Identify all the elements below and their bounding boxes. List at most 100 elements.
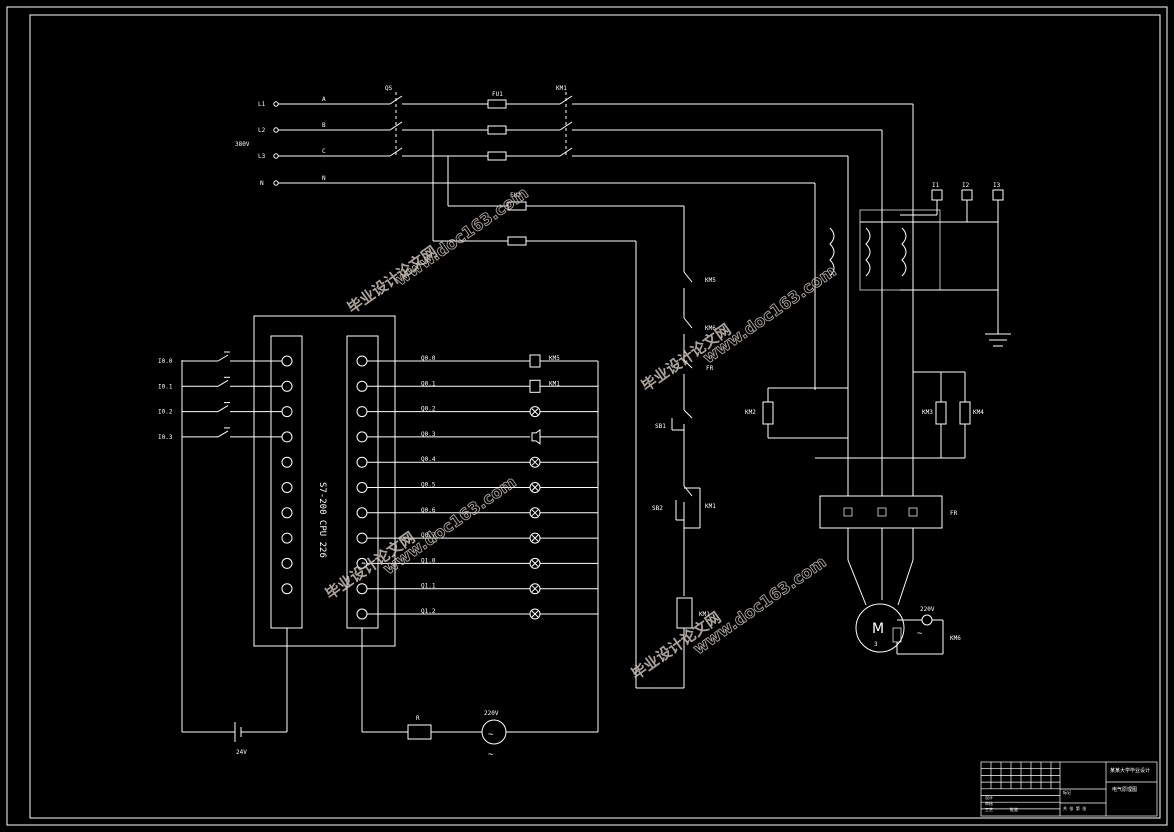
output-coil-label: KM1: [549, 380, 560, 387]
title-block-review: 审核: [985, 800, 993, 806]
outer-border: [6, 6, 1168, 826]
plc-input-terminal: [281, 482, 293, 493]
source-tilde-inner: ~: [488, 730, 494, 740]
title-block-mark: 标记: [1063, 789, 1071, 795]
label-fr-block: FR: [950, 510, 958, 517]
label-c: C: [322, 148, 326, 155]
plc-input-label: I0.0: [158, 358, 173, 365]
plc-input-terminal: [281, 532, 293, 544]
plc-model-label: S7-200 CPU 226: [317, 482, 327, 558]
title-block-design: 设计: [985, 794, 993, 800]
motor-phase: 3: [874, 641, 878, 648]
motor-section: [762, 189, 1011, 655]
label-i2: I2: [962, 182, 970, 189]
output-coil: [529, 379, 541, 393]
plc-output-label: Q1.0: [421, 557, 436, 564]
label-a: A: [322, 96, 326, 103]
label-l3: L3: [258, 153, 266, 160]
watermark-url-4: www.doc163.com: [689, 552, 829, 658]
plc-input-terminal: [281, 355, 293, 367]
label-fu1: FU1: [492, 91, 503, 98]
plc-input-label: I0.3: [158, 434, 173, 441]
indicator-lamp-cross: [531, 484, 539, 491]
source-tilde: ~: [488, 750, 494, 760]
label-km3: KM3: [922, 409, 933, 416]
plc-output-terminal: [356, 532, 368, 544]
plc-output-label: Q0.5: [421, 482, 436, 489]
heater-tilde: ~: [917, 629, 923, 639]
plc-input-terminal: [281, 406, 293, 418]
plc-input-label: I0.2: [158, 409, 173, 416]
control-ladder: [636, 268, 701, 689]
plc-input-terminal: [281, 507, 293, 519]
label-24v: 24V: [236, 749, 247, 756]
plc-output-label: Q1.2: [421, 608, 436, 615]
output-coil: [529, 354, 541, 368]
label-km1-coil: KM1: [699, 611, 710, 618]
label-220v-source: 220V: [484, 710, 499, 717]
plc-output-label: Q0.3: [421, 431, 436, 438]
label-fu2: FU2: [510, 192, 521, 199]
plc-output-terminal: [356, 608, 368, 620]
plc-output-terminal: [356, 583, 368, 595]
title-block-approve: 批准: [1010, 806, 1018, 812]
label-i3: I3: [993, 182, 1001, 189]
input-switch: [217, 430, 229, 438]
label-sb1: SB1: [655, 423, 666, 430]
plc-input-terminal: [281, 557, 293, 569]
buzzer-icon: [531, 428, 541, 445]
plc-output-label: Q0.6: [421, 507, 436, 514]
label-r: R: [416, 715, 420, 722]
plc-input-terminal: [281, 456, 293, 468]
plc-output-terminal: [356, 456, 368, 468]
plc-output-terminal: [356, 431, 368, 443]
indicator-lamp-cross: [531, 560, 539, 567]
main-power-lines: [273, 92, 914, 688]
label-n2: N: [322, 175, 326, 182]
title-block-drawing: 电气原理图: [1112, 786, 1137, 793]
plc-output-terminal: [356, 355, 368, 367]
plc-output-label: Q0.2: [421, 406, 436, 413]
inner-border: [29, 14, 1161, 819]
indicator-lamp-cross: [531, 408, 539, 415]
plc-input-terminal: [281, 380, 293, 392]
plc-output-terminal: [356, 406, 368, 418]
label-sb2: SB2: [652, 505, 663, 512]
input-switch: [217, 379, 229, 387]
motor-symbol: M: [872, 621, 884, 637]
label-km1: KM1: [556, 85, 567, 92]
title-block-process: 工艺: [985, 807, 993, 812]
label-l1: L1: [258, 101, 266, 108]
indicator-lamp-cross: [531, 458, 539, 466]
label-fr: FR: [706, 365, 714, 372]
plc-output-label: Q0.1: [421, 380, 436, 387]
plc-module: [181, 315, 599, 745]
watermark-url-2: www.doc163.com: [699, 261, 839, 367]
label-km2: KM2: [745, 409, 756, 416]
plc-input-label: I0.1: [158, 383, 173, 390]
label-km1-aux: KM1: [705, 503, 716, 510]
indicator-lamp-cross: [531, 610, 539, 618]
label-380v: 380V: [235, 141, 250, 148]
label-n: N: [260, 180, 264, 187]
label-km6-heater: KM6: [950, 635, 961, 642]
title-block: [980, 761, 1158, 817]
input-switch: [217, 405, 229, 413]
output-coil-label: KM5: [549, 355, 560, 362]
label-220v-heater: 220V: [920, 606, 935, 613]
plc-input-terminal: [281, 431, 293, 443]
label-km6: KM6: [705, 325, 716, 332]
plc-output-terminal: [356, 380, 368, 392]
indicator-lamp-cross: [531, 534, 539, 542]
label-i1: I1: [932, 182, 940, 189]
plc-output-label: Q0.0: [421, 355, 436, 362]
indicator-lamp-cross: [531, 585, 539, 593]
title-block-school: 某某大学毕业设计: [1110, 767, 1150, 774]
plc-input-terminal: [281, 583, 293, 595]
label-km4: KM4: [973, 409, 984, 416]
label-l2: L2: [258, 127, 266, 134]
label-qs: QS: [385, 85, 393, 92]
watermark-url-3: www.doc163.com: [379, 472, 519, 578]
